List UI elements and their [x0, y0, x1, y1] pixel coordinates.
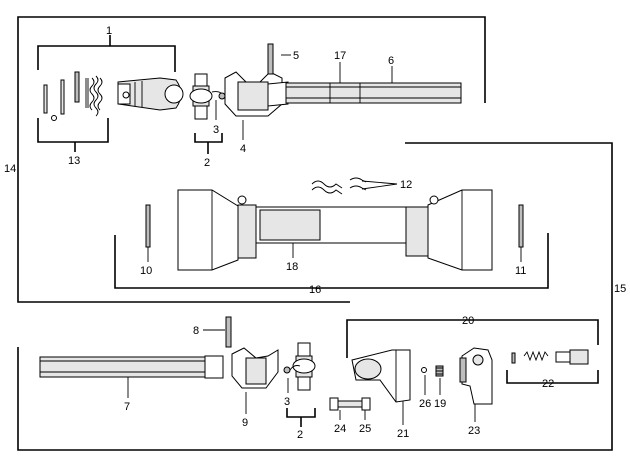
label-20: 20	[462, 315, 474, 327]
label-14: 14	[4, 163, 16, 175]
part-12-retaining-clips	[311, 177, 367, 195]
label-19: 19	[434, 398, 446, 410]
label-4: 4	[240, 143, 246, 155]
group-16-bracket	[114, 233, 549, 289]
part-26-washer	[421, 367, 427, 373]
part-23-housing	[459, 347, 493, 405]
callout-lines	[17, 16, 613, 451]
group-1-bracket	[37, 45, 176, 72]
part-24-25-bolt	[329, 397, 371, 411]
group-13-bracket	[37, 118, 109, 143]
label-15: 15	[614, 283, 626, 295]
label-3-top: 3	[213, 124, 219, 136]
label-2-bottom: 2	[297, 429, 303, 441]
label-7: 7	[124, 401, 130, 413]
label-12: 12	[400, 179, 412, 191]
label-21: 21	[397, 428, 409, 440]
label-10: 10	[140, 265, 152, 277]
label-13: 13	[68, 155, 80, 167]
part-7-tube	[39, 355, 224, 379]
label-25: 25	[359, 423, 371, 435]
label-6: 6	[388, 55, 394, 67]
label-23: 23	[468, 425, 480, 437]
label-26: 26	[419, 398, 431, 410]
label-18: 18	[286, 261, 298, 273]
label-1: 1	[106, 25, 112, 37]
part-11-clip	[518, 204, 524, 248]
group-15-frame	[17, 142, 613, 451]
label-2-top: 2	[204, 157, 210, 169]
part-21-support-bracket	[351, 349, 411, 403]
part-5-key	[267, 43, 274, 75]
part-6-tube	[285, 82, 462, 104]
part-4-end-yoke	[224, 71, 289, 117]
label-11: 11	[515, 265, 526, 277]
part-19-spring-pin	[435, 365, 444, 377]
label-8: 8	[193, 325, 199, 337]
part-1-slip-yoke	[117, 77, 184, 111]
label-22: 22	[542, 378, 554, 390]
group-20-bracket	[346, 319, 599, 358]
group-22-bracket	[506, 370, 599, 384]
callout-labels: 1 2 3 4 5 6 17 13 14 12 10 11 16 18 15 8…	[4, 25, 626, 441]
label-3-bottom: 3	[284, 396, 290, 408]
label-16: 16	[309, 284, 321, 296]
part-18-cv-shaft	[177, 189, 493, 271]
part-22-plunger-assembly	[511, 349, 589, 365]
part-2-universal-joint-bottom	[283, 342, 316, 391]
part-13-kit	[43, 71, 103, 121]
label-24: 24	[334, 423, 346, 435]
part-10-clip	[145, 204, 151, 248]
label-17: 17	[334, 50, 346, 62]
part-2-universal-joint-top	[189, 73, 226, 120]
group-14-frame	[17, 16, 486, 303]
part-8-key	[225, 316, 232, 348]
part-9-end-yoke	[231, 347, 279, 389]
label-9: 9	[242, 417, 248, 429]
label-5: 5	[293, 50, 299, 62]
